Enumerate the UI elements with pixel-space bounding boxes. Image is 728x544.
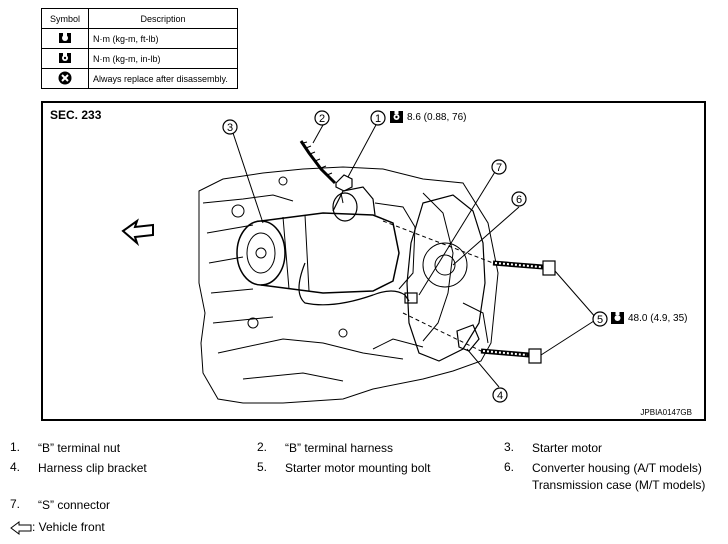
legend-header-symbol: Symbol [41, 8, 89, 29]
vehicle-front-label: : Vehicle front [32, 520, 105, 534]
figure-code: JPBIA0147GB [640, 408, 692, 417]
symbol-legend: Symbol Description N·m (kg-m, ft-lb) N·m… [41, 8, 238, 89]
torque-spec-bolt: 48.0 (4.9, 35) [628, 313, 688, 324]
callout-2: 2 [319, 113, 325, 125]
callout-7: 7 [496, 162, 502, 174]
legend-row: N·m (kg-m, in-lb) [41, 48, 238, 69]
vehicle-front-legend: : Vehicle front [10, 520, 105, 535]
callout-circle [511, 191, 527, 207]
callout-circle [314, 110, 330, 126]
starter-motor-illustration: 1 2 3 4 5 6 7 [121, 110, 624, 404]
legend-text-replace: Always replace after disassembly. [88, 68, 238, 89]
starter-motor-figure: 1 2 3 4 5 6 7 SEC. 233 8.6 (0.88, 76) 48… [41, 101, 706, 421]
callout-circle [370, 110, 386, 126]
section-label: SEC. 233 [50, 108, 102, 122]
torque-wrench-inlb-icon [390, 110, 403, 123]
torque-spec-nut: 8.6 (0.88, 76) [407, 112, 467, 123]
callout-3: 3 [227, 122, 233, 134]
legend-row: Always replace after disassembly. [41, 68, 238, 89]
legend-row: N·m (kg-m, ft-lb) [41, 28, 238, 49]
callout-circle [492, 387, 508, 403]
torque-wrench-ftlb-icon [611, 311, 624, 324]
legend-header-row: Symbol Description [41, 8, 238, 29]
vehicle-front-arrow-icon [121, 218, 154, 247]
legend-text-inlb: N·m (kg-m, in-lb) [88, 48, 238, 69]
callout-circle [592, 311, 608, 327]
torque-wrench-inlb-icon [59, 51, 71, 63]
legend-header-description: Description [88, 8, 238, 29]
vehicle-front-arrow-icon [10, 520, 32, 535]
callout-1: 1 [375, 113, 381, 125]
legend-text-ftlb: N·m (kg-m, ft-lb) [88, 28, 238, 49]
callout-circle [222, 119, 238, 135]
always-replace-icon [58, 71, 72, 84]
callout-circle [491, 159, 507, 175]
callout-5: 5 [597, 314, 603, 326]
callout-4: 4 [497, 390, 503, 402]
callout-6: 6 [516, 194, 522, 206]
torque-wrench-ftlb-icon [59, 31, 71, 43]
